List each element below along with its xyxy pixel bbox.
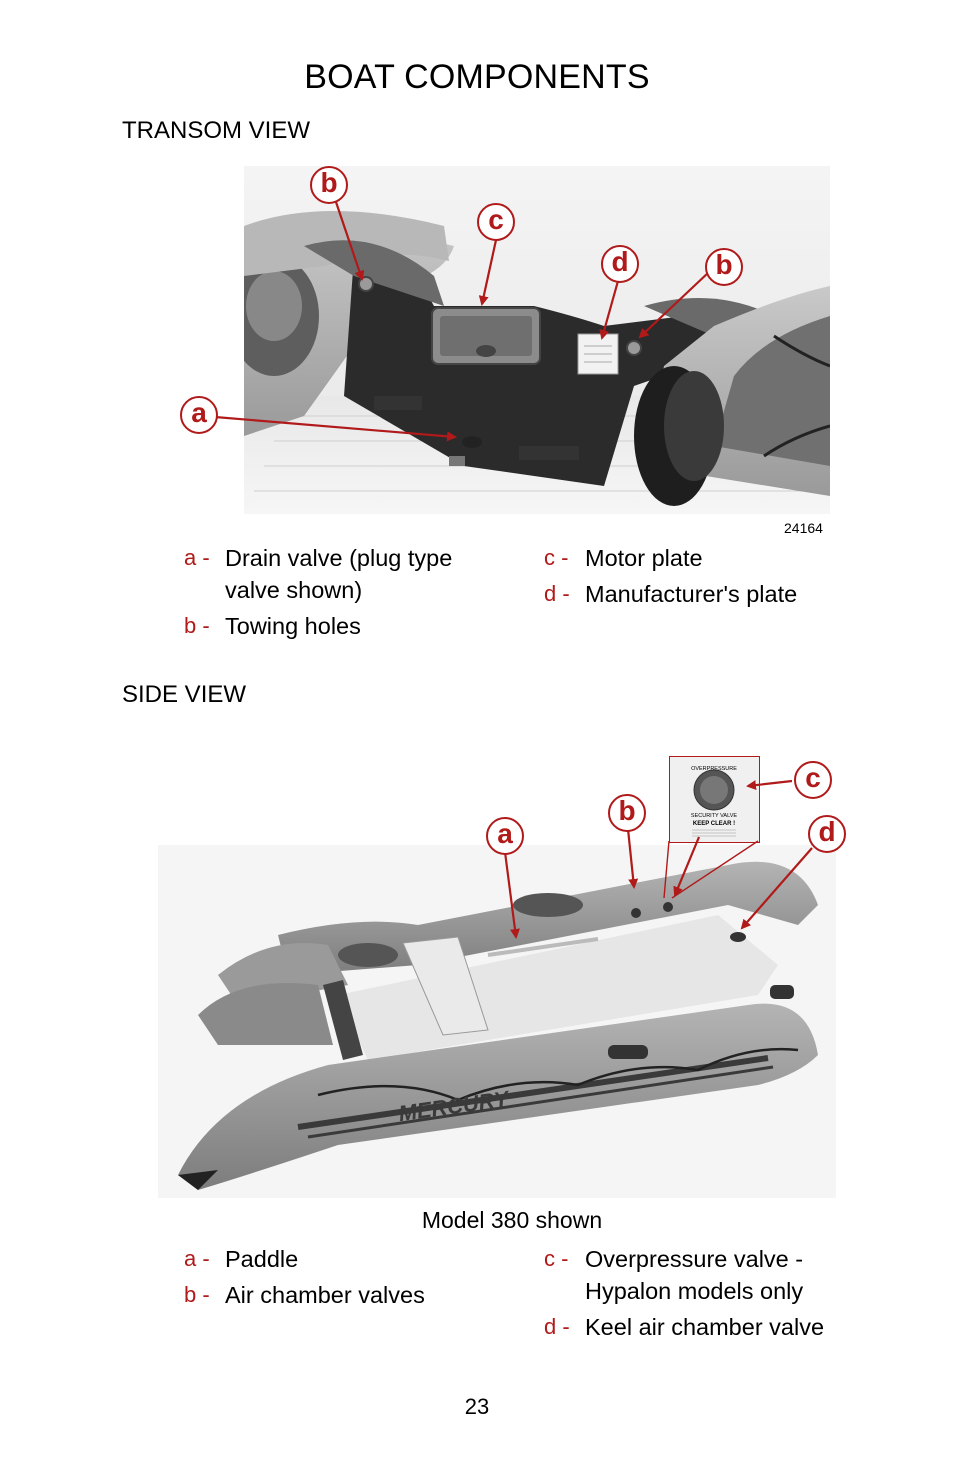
legend-text: Manufacturer's plate xyxy=(585,581,798,607)
legend-key: a - xyxy=(184,545,210,570)
legend-text: Drain valve (plug type valve shown) xyxy=(225,545,453,603)
legend-item: d - Manufacturer's plate xyxy=(544,578,844,610)
transom-photo-illustration xyxy=(244,166,830,514)
legend-key: b - xyxy=(184,613,210,638)
legend-item: c - Overpressure valve - Hypalon models … xyxy=(544,1243,849,1307)
legend-text: Air chamber valves xyxy=(225,1282,425,1308)
legend-item: b - Air chamber valves xyxy=(184,1279,504,1311)
legend-item: b - Towing holes xyxy=(184,610,504,642)
legend-item: d - Keel air chamber valve xyxy=(544,1311,849,1343)
side-figure-caption: Model 380 shown xyxy=(421,1207,603,1233)
side-view-photo: MERCURY xyxy=(158,845,836,1198)
legend-key: a - xyxy=(184,1246,210,1271)
section-heading-transom: TRANSOM VIEW xyxy=(122,117,311,144)
legend-text: Overpressure valve - Hypalon models only xyxy=(585,1246,804,1304)
page-title: BOAT COMPONENTS xyxy=(304,58,650,96)
side-photo-illustration: MERCURY xyxy=(158,845,836,1198)
legend-item: a - Paddle xyxy=(184,1243,504,1275)
inset-keep-clear-text: KEEP CLEAR ! xyxy=(693,821,735,827)
side-callout-a: a xyxy=(486,817,524,855)
transom-callout-b-right: b xyxy=(705,248,743,286)
transom-callout-b-left: b xyxy=(310,166,348,204)
inset-ring-bottom-text: SECURITY VALVE xyxy=(691,813,737,819)
side-callout-b: b xyxy=(608,794,646,832)
legend-key: d - xyxy=(544,581,570,606)
transom-legend-left: a - Drain valve (plug type valve shown) … xyxy=(184,542,504,646)
legend-text: Towing holes xyxy=(225,613,361,639)
section-heading-side: SIDE VIEW xyxy=(122,681,247,708)
legend-text: Motor plate xyxy=(585,545,703,571)
inset-ring-top-text: OVERPRESSURE xyxy=(691,766,737,772)
legend-key: c - xyxy=(544,545,569,570)
page-number: 23 xyxy=(464,1394,490,1419)
overpressure-valve-inset: OVERPRESSURE SECURITY VALVE KEEP CLEAR ! xyxy=(669,756,760,843)
side-legend-left: a - Paddle b - Air chamber valves xyxy=(184,1243,504,1315)
legend-text: Paddle xyxy=(225,1246,299,1272)
legend-text: Keel air chamber valve xyxy=(585,1314,825,1340)
transom-callout-c: c xyxy=(477,203,515,241)
transom-legend-right: c - Motor plate d - Manufacturer's plate xyxy=(544,542,844,614)
transom-callout-a: a xyxy=(180,396,218,434)
side-callout-c: c xyxy=(794,761,832,799)
legend-key: b - xyxy=(184,1282,210,1307)
transom-callout-d: d xyxy=(601,245,639,283)
legend-item: a - Drain valve (plug type valve shown) xyxy=(184,542,504,606)
legend-key: c - xyxy=(544,1246,569,1271)
transom-view-photo xyxy=(244,166,830,514)
legend-item: c - Motor plate xyxy=(544,542,844,574)
transom-figure-number: 24164 xyxy=(784,520,823,536)
legend-key: d - xyxy=(544,1314,570,1339)
side-legend-right: c - Overpressure valve - Hypalon models … xyxy=(544,1243,849,1347)
side-callout-d: d xyxy=(808,815,846,853)
